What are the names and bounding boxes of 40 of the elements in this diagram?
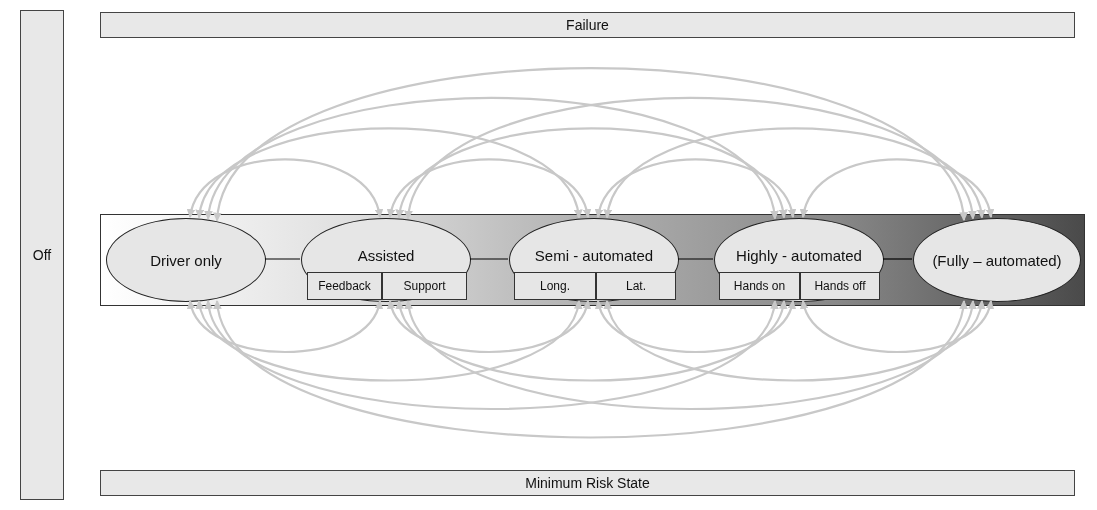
transition-arrow <box>406 96 975 220</box>
mode-label: Highly - automated <box>736 247 862 264</box>
transition-arrow <box>605 127 984 219</box>
transition-arrow <box>388 158 590 218</box>
transition-arrow <box>197 127 581 219</box>
transition-arrow <box>197 300 581 382</box>
side-bar: Off <box>20 10 64 500</box>
transition-arrow <box>388 300 590 354</box>
sub-mode-box: Lat. <box>596 272 676 300</box>
gradient-band <box>100 214 1085 306</box>
transition-arrow <box>206 97 777 220</box>
sub-mode-box: Hands on <box>719 272 800 300</box>
transition-arrow <box>188 158 382 218</box>
sub-mode-box: Feedback <box>307 272 382 300</box>
connector-line <box>469 258 509 260</box>
mode-ellipse: (Fully – automated) <box>913 218 1081 302</box>
connector-line <box>882 258 913 260</box>
header-bar: Failure <box>100 12 1075 38</box>
transition-arrow <box>801 158 993 218</box>
mode-label: Semi - automated <box>534 247 654 264</box>
transition-arrow <box>215 300 966 439</box>
transition-arrow <box>397 300 786 382</box>
transition-arrow <box>206 300 777 410</box>
transition-arrow <box>596 300 795 354</box>
transition-arrow <box>801 300 993 353</box>
connector-line <box>677 258 714 260</box>
footer-bar: Minimum Risk State <box>100 470 1075 496</box>
transition-arrow <box>605 300 984 382</box>
mode-label: Assisted <box>357 247 415 264</box>
transition-arrow <box>406 300 975 410</box>
mode-ellipse: Driver only <box>106 218 266 302</box>
transition-arrow <box>596 158 795 218</box>
transition-arrow <box>397 127 786 219</box>
connector-line <box>264 258 301 260</box>
transition-arrow <box>215 67 966 222</box>
sub-mode-box: Long. <box>514 272 596 300</box>
mode-ellipse <box>509 218 679 302</box>
transition-arrow <box>188 300 382 354</box>
sub-mode-box: Support <box>382 272 467 300</box>
sub-mode-box: Hands off <box>800 272 880 300</box>
